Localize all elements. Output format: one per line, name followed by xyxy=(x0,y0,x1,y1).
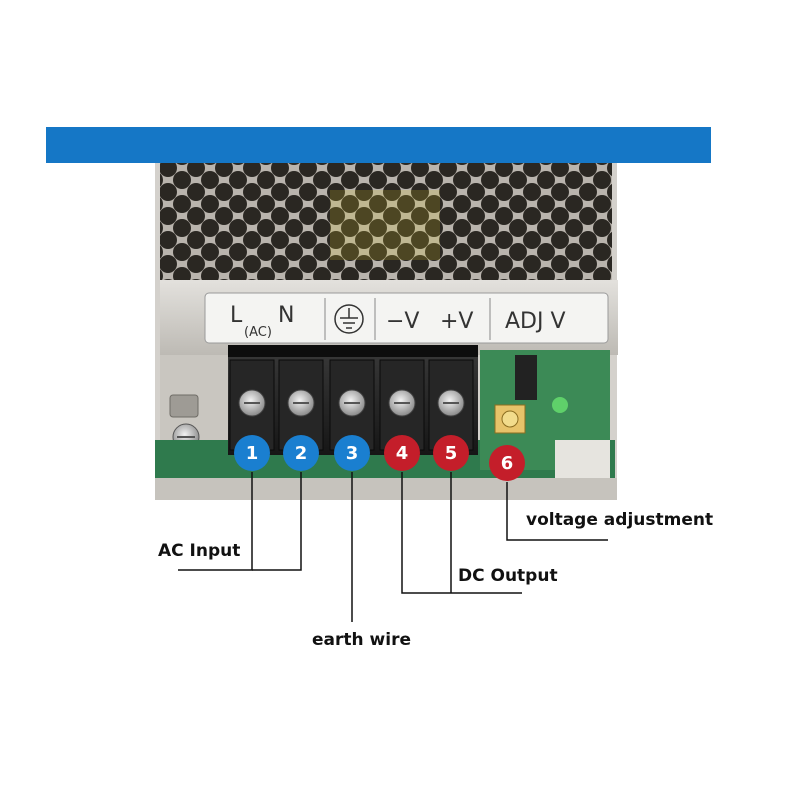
panel-label-pos-v: +V xyxy=(440,309,473,334)
terminal-badge-5: 5 xyxy=(433,435,469,471)
connector-lines xyxy=(178,472,608,622)
terminal-badge-3: 3 xyxy=(334,435,370,471)
badge-number: 6 xyxy=(501,453,514,474)
label-dc-output: DC Output xyxy=(458,566,558,586)
panel-label-ac: (AC) xyxy=(244,325,272,340)
header-bar xyxy=(46,127,711,163)
terminal-badge-4: 4 xyxy=(384,435,420,471)
panel-label-n: N xyxy=(278,303,294,328)
power-supply-photo: L N (AC) −V +V ADJ V xyxy=(155,160,618,500)
badge-circle xyxy=(384,435,420,471)
panel-label-adj: ADJ V xyxy=(505,309,566,334)
badge-number: 5 xyxy=(445,443,458,464)
earth-ground-icon xyxy=(334,304,364,334)
badge-number: 3 xyxy=(346,443,359,464)
label-voltage-adjustment: voltage adjustment xyxy=(526,510,713,530)
badge-number: 2 xyxy=(295,443,308,464)
terminal-label-plate xyxy=(204,292,609,344)
terminal-badge-1: 1 xyxy=(234,435,270,471)
badge-number: 4 xyxy=(396,443,409,464)
badge-circle xyxy=(433,435,469,471)
label-earth-wire: earth wire xyxy=(312,630,411,650)
label-ac-input: AC Input xyxy=(158,541,240,561)
badge-circle xyxy=(489,445,525,481)
badge-circle xyxy=(334,435,370,471)
badge-circle xyxy=(283,435,319,471)
panel-label-l: L xyxy=(230,303,243,328)
terminal-badge-6: 6 xyxy=(489,445,525,481)
badge-number: 1 xyxy=(246,443,259,464)
terminal-badges: 1 2 3 4 5 6 xyxy=(234,435,525,481)
badge-circle xyxy=(234,435,270,471)
terminal-badge-2: 2 xyxy=(283,435,319,471)
panel-label-neg-v: −V xyxy=(386,309,419,334)
